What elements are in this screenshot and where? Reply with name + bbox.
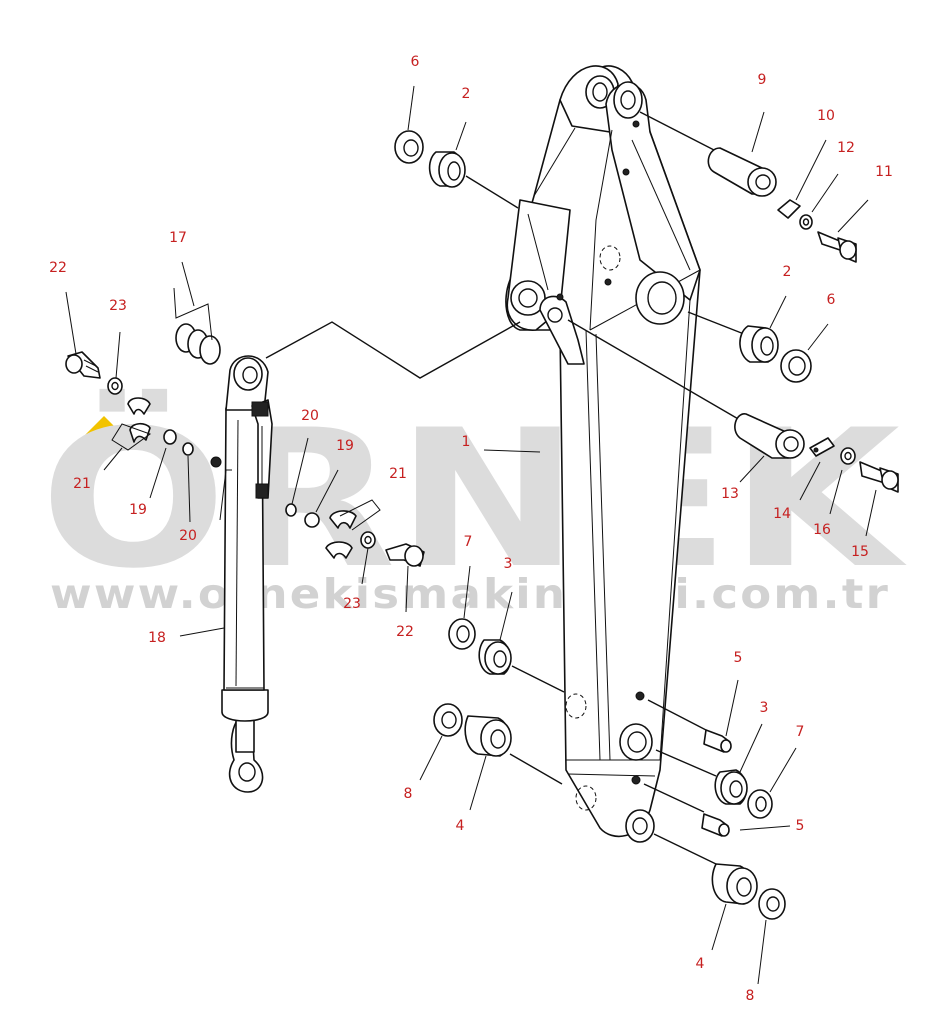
label-part-8: 8 [746,988,755,1004]
watermark-url: www.ornekismakinalari.com.tr [50,570,890,618]
label-part-16: 16 [813,522,831,538]
lower-right-group [643,699,786,920]
cylinder-gland [221,689,269,722]
label-part-13: 13 [721,486,739,502]
label-part-6: 6 [827,292,836,308]
label-part-20: 20 [179,528,197,544]
watermark: ÖRNEK www.ornekismakinalari.com.tr [40,388,907,618]
part-23-washer-right [360,531,376,549]
label-part-9: 9 [758,72,767,88]
label-part-3: 3 [760,700,769,716]
leader-lines [65,85,877,985]
lower-left-group [433,618,565,785]
label-part-19: 19 [336,438,354,454]
label-part-10: 10 [817,108,835,124]
part-8-seal-right [758,888,786,920]
label-part-4: 4 [696,956,705,972]
part-19-ring-right [304,512,320,528]
part-7-seal-right [747,789,773,819]
label-part-15: 15 [851,544,869,560]
cylinder-fitting-bottom [255,483,269,499]
label-part-21: 21 [389,466,407,482]
label-part-5: 5 [796,818,805,834]
boom-tip-bore [625,809,655,843]
label-part-23: 23 [343,596,361,612]
part-21-clamp-right-lower [325,541,353,559]
part-12-washer [799,214,813,230]
boom-cylinder-boss [635,271,685,325]
label-part-8: 8 [404,786,413,802]
top-pin-group [394,111,857,263]
part-6-seal-mid [780,349,812,383]
label-part-22: 22 [49,260,67,276]
label-part-20: 20 [301,408,319,424]
part-10-lock-plate [777,199,801,219]
cylinder-to-boom-leader [265,321,521,379]
boom [505,65,701,843]
label-part-22: 22 [396,624,414,640]
boom-lower-boss [619,723,653,761]
boom-cylinder [210,321,521,793]
part-21-clamp-right-upper [329,510,357,529]
label-part-19: 19 [129,502,147,518]
label-part-7: 7 [464,534,473,550]
label-part-17: 17 [169,230,187,246]
part-23-washer-left [107,377,123,395]
part-21-clamp-left-upper [127,397,151,415]
part-labels: 1 2 2 3 3 4 4 5 5 6 6 7 7 8 8 9 10 11 12… [49,54,893,1004]
middle-right-group [567,311,899,493]
part-19-ring-left [163,429,177,445]
label-part-18: 18 [148,630,166,646]
label-part-1: 1 [462,434,471,450]
label-part-2: 2 [783,264,792,280]
left-small-parts [65,287,425,567]
label-part-7: 7 [796,724,805,740]
part-8-seal-left [433,703,463,737]
label-part-23: 23 [109,298,127,314]
watermark-accent-mark [84,416,124,436]
label-part-6: 6 [411,54,420,70]
label-part-21: 21 [73,476,91,492]
part-6-seal-top [394,130,424,164]
label-part-12: 12 [837,140,855,156]
part-20-oring-left [182,442,194,456]
part-7-seal-left [448,618,476,650]
label-part-11: 11 [875,164,893,180]
part-17-shim-3 [199,335,221,365]
label-part-3: 3 [504,556,513,572]
label-part-14: 14 [773,506,791,522]
label-part-4: 4 [456,818,465,834]
part-16-washer [840,447,856,465]
label-part-5: 5 [734,650,743,666]
boom-top-eye-right [613,81,643,119]
cylinder-fitting-top [251,401,269,417]
label-part-2: 2 [462,86,471,102]
part-20-oring-right [285,503,297,517]
